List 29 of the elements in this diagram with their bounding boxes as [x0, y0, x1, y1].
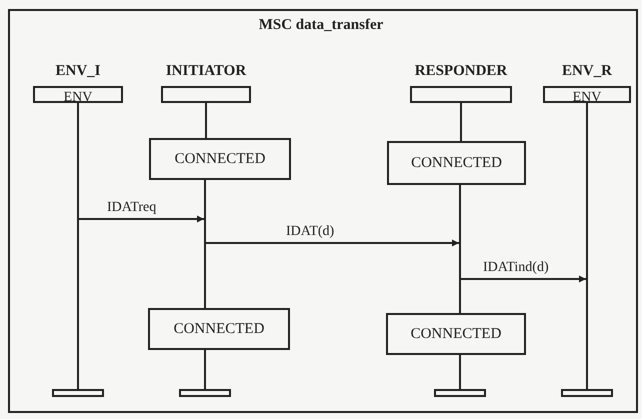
instance-name: ENV_I	[55, 62, 100, 80]
lifeline	[459, 185, 461, 313]
instance-name: INITIATOR	[166, 62, 246, 80]
state-box: CONNECTED	[387, 141, 526, 185]
instance-name: RESPONDER	[414, 62, 508, 80]
instance-kind-label: ENV	[572, 91, 602, 104]
message-arrow	[79, 216, 204, 222]
lifeline	[205, 103, 207, 138]
state-box: CONNECTED	[148, 308, 290, 350]
message-label: IDAT(d)	[285, 224, 336, 239]
lifeline	[586, 103, 588, 389]
diagram-title: MSC data_transfer	[258, 17, 384, 34]
lifeline	[459, 355, 461, 389]
instance-end-bar	[434, 389, 486, 397]
state-box: CONNECTED	[149, 138, 291, 180]
message-label: IDATind(d)	[482, 260, 550, 275]
message-arrow	[461, 276, 586, 282]
instance-kind-label: ENV	[64, 91, 92, 104]
lifeline	[77, 103, 79, 389]
instance-name: ENV_R	[562, 62, 612, 80]
instance-end-bar	[179, 389, 231, 397]
instance-end-bar	[52, 389, 104, 397]
lifeline	[460, 103, 462, 141]
state-box: CONNECTED	[386, 313, 526, 355]
message-label: IDATreq	[106, 200, 158, 215]
message-arrow	[206, 240, 459, 246]
instance-end-bar	[561, 389, 613, 397]
lifeline	[204, 180, 206, 308]
lifeline	[204, 350, 206, 389]
